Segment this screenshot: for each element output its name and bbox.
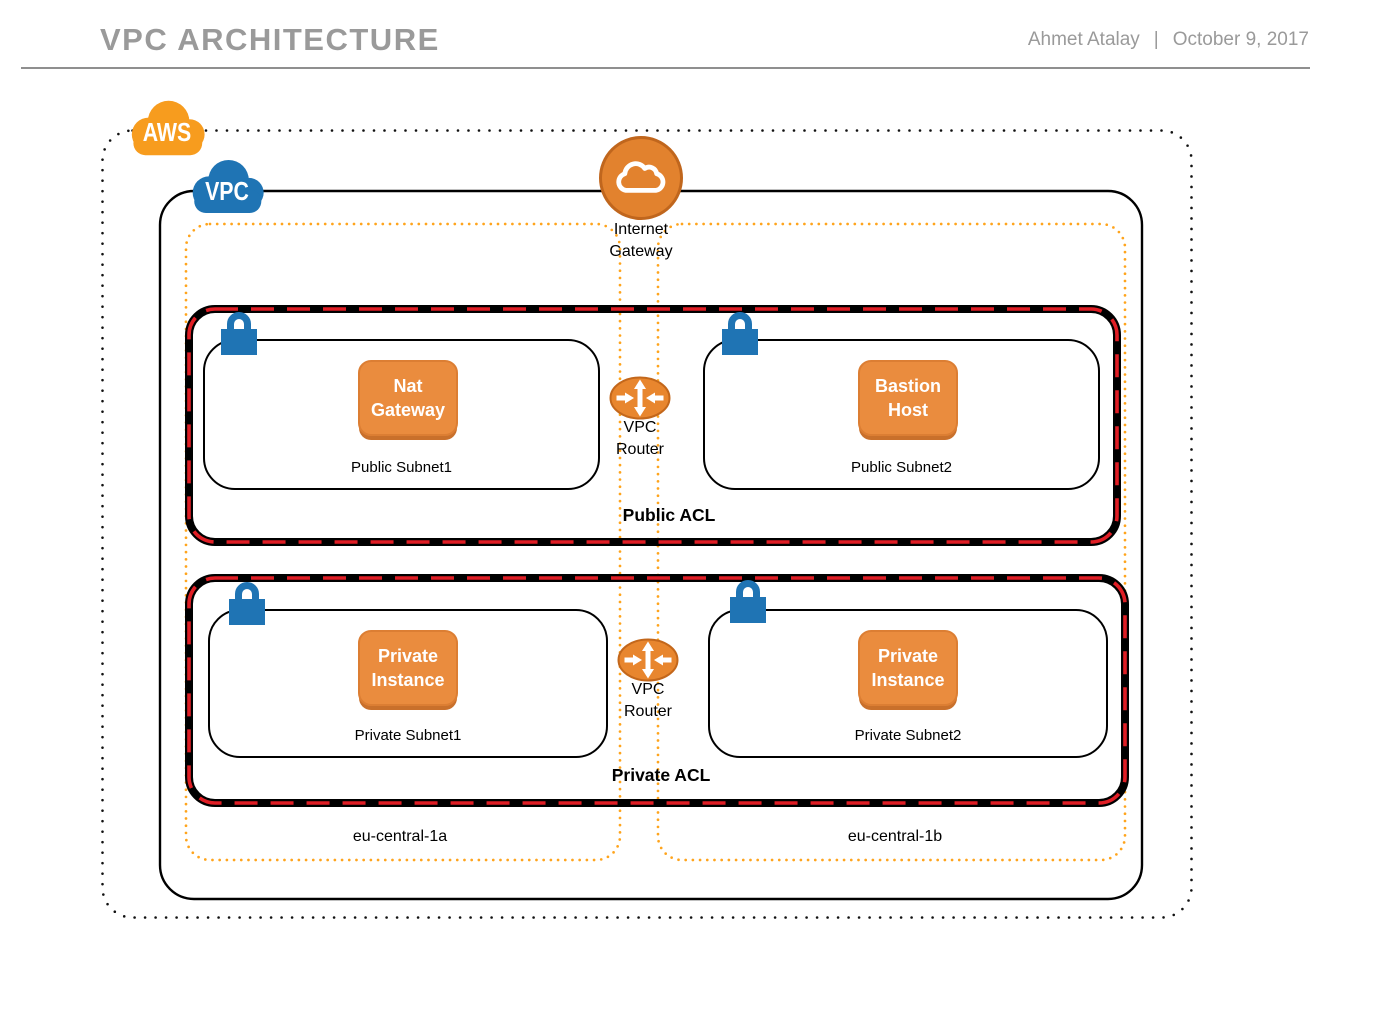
meta-separator: |	[1153, 29, 1159, 50]
vpc-cloud-icon: VPC	[188, 156, 266, 217]
bastion-host-box: Bastion Host	[858, 360, 958, 436]
public-subnet1-label: Public Subnet1	[351, 459, 452, 476]
public-acl-label: Public ACL	[622, 505, 716, 525]
vpc-router-label-1: VPC Router	[615, 419, 665, 458]
header-meta: Ahmet Atalay | October 9, 2017	[1028, 29, 1309, 51]
aws-cloud-icon: AWS	[127, 97, 207, 159]
date-label: October 9, 2017	[1172, 29, 1309, 50]
internet-gateway-label: Internet Gateway	[609, 221, 673, 260]
private-acl-label: Private ACL	[611, 765, 711, 785]
public-subnet2-label: Public Subnet2	[851, 459, 952, 476]
aws-boundary-border	[101, 129, 1193, 919]
private-acl-border-red-dash	[187, 576, 1127, 805]
internet-gateway-icon	[599, 136, 683, 220]
lock-icon-public-subnet2	[721, 308, 759, 356]
lock-icon-public-subnet1	[220, 308, 258, 356]
page-title: VPC ARCHITECTURE	[100, 22, 440, 57]
lock-icon-private-subnet2	[729, 576, 767, 624]
az-eu-central-1b-border	[656, 222, 1127, 862]
private-subnet2-label: Private Subnet2	[854, 727, 962, 744]
author-name: Ahmet Atalay	[1027, 29, 1140, 50]
cloud-outline-icon	[616, 161, 666, 193]
lock-icon-private-subnet1	[228, 578, 266, 626]
az-label-eu-central-1a: eu-central-1a	[352, 828, 448, 845]
vpc-router-icon-1	[609, 376, 671, 420]
vpc-router-label-2: VPC Router	[623, 681, 673, 720]
aws-cloud-label: AWS	[142, 117, 192, 147]
header-divider	[21, 67, 1310, 69]
vpc-router-icon-2	[617, 638, 679, 682]
public-acl-border-red-dash	[187, 307, 1119, 544]
private-instance2-box: Private Instance	[858, 630, 958, 706]
az-label-eu-central-1b: eu-central-1b	[847, 828, 943, 845]
private-instance1-box: Private Instance	[358, 630, 458, 706]
private-subnet1-label: Private Subnet1	[354, 727, 462, 744]
nat-gateway-box: Nat Gateway	[358, 360, 458, 436]
vpc-cloud-label: VPC	[205, 175, 249, 206]
